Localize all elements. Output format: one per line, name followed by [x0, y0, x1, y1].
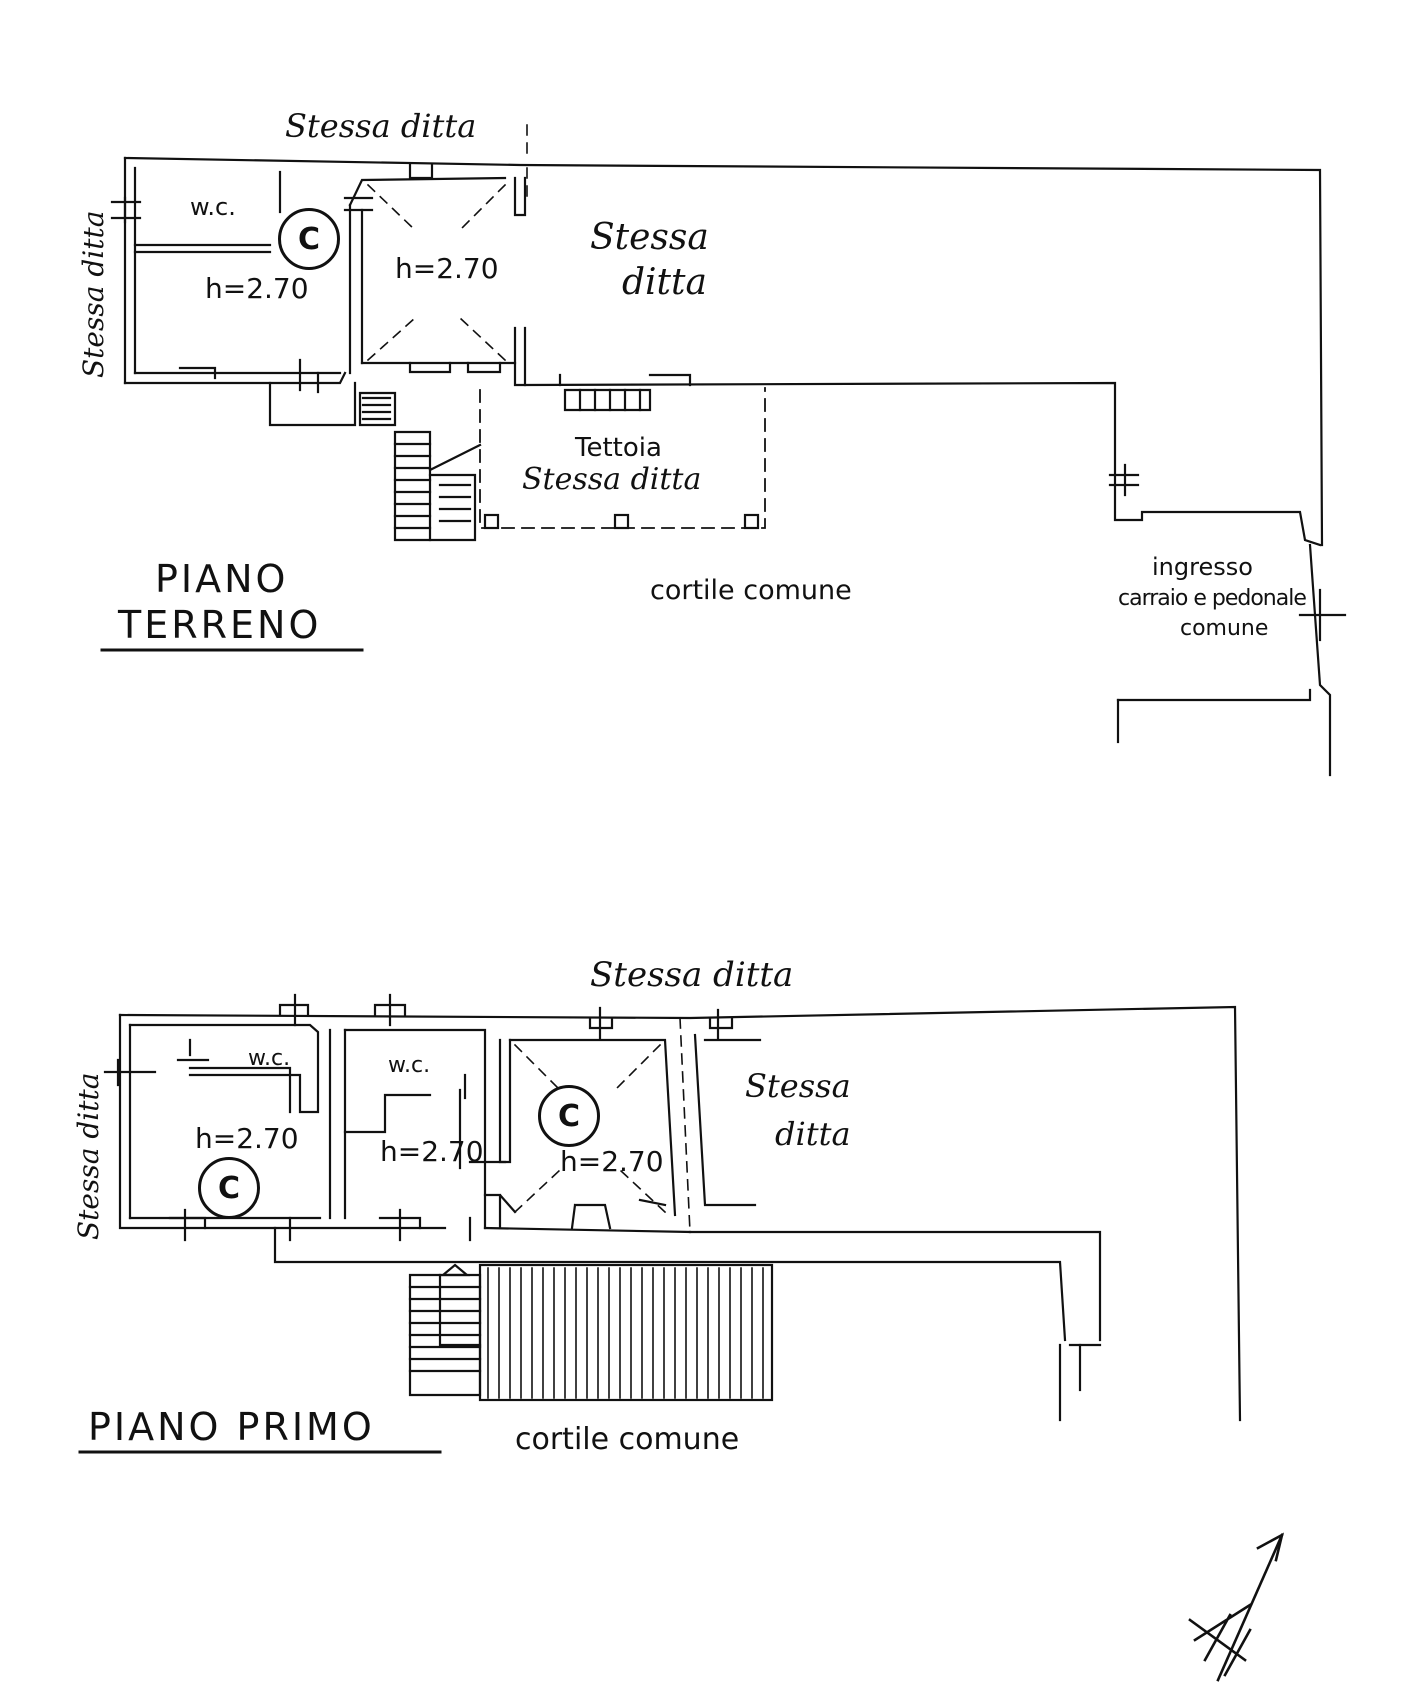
first-neighbor-north: Stessa ditta	[590, 955, 794, 995]
ground-wc-label: w.c.	[190, 193, 236, 221]
first-floor-walls	[78, 993, 1242, 1454]
ground-canopy-1: Tettoia	[575, 433, 662, 463]
ground-room-left-height: h=2.70	[205, 272, 309, 305]
ground-title-1: PIANO	[155, 557, 289, 601]
ground-neighbor-east-2: ditta	[622, 262, 707, 303]
first-symbol-c-right-text: C	[557, 1098, 581, 1134]
first-neighbor-east-1: Stessa	[745, 1067, 851, 1105]
first-wc-left: w.c.	[248, 1046, 291, 1071]
ground-canopy-2: Stessa ditta	[522, 462, 702, 497]
ground-entrance-2: carraio e pedonale	[1118, 586, 1307, 611]
ground-courtyard: cortile comune	[650, 575, 852, 606]
terrace-hatching	[487, 1267, 764, 1399]
first-title: PIANO PRIMO	[88, 1405, 375, 1449]
first-courtyard: cortile comune	[515, 1422, 740, 1457]
north-arrow	[1188, 1532, 1284, 1682]
first-symbol-c-left: C	[198, 1157, 260, 1219]
ground-room-center-height: h=2.70	[395, 252, 499, 285]
ground-title-2: TERRENO	[118, 603, 322, 647]
first-room-middle-height: h=2.70	[380, 1135, 484, 1168]
ground-entrance-3: comune	[1180, 616, 1269, 641]
ground-neighbor-north: Stessa ditta	[285, 107, 477, 145]
first-symbol-c-left-text: C	[217, 1170, 241, 1206]
ground-symbol-c: C	[278, 208, 340, 270]
first-neighbor-west: Stessa ditta	[72, 1072, 105, 1240]
ground-symbol-c-text: C	[297, 221, 321, 257]
first-symbol-c-right: C	[538, 1085, 600, 1147]
ground-floor-walls	[100, 124, 1347, 777]
ground-entrance-1: ingresso	[1152, 553, 1253, 581]
first-room-left-height: h=2.70	[195, 1122, 299, 1155]
ground-neighbor-west: Stessa ditta	[77, 210, 110, 378]
first-neighbor-east-2: ditta	[775, 1115, 851, 1153]
first-wc-middle: w.c.	[388, 1053, 431, 1078]
first-room-right-height: h=2.70	[560, 1145, 664, 1178]
ground-neighbor-east-1: Stessa	[590, 217, 709, 258]
